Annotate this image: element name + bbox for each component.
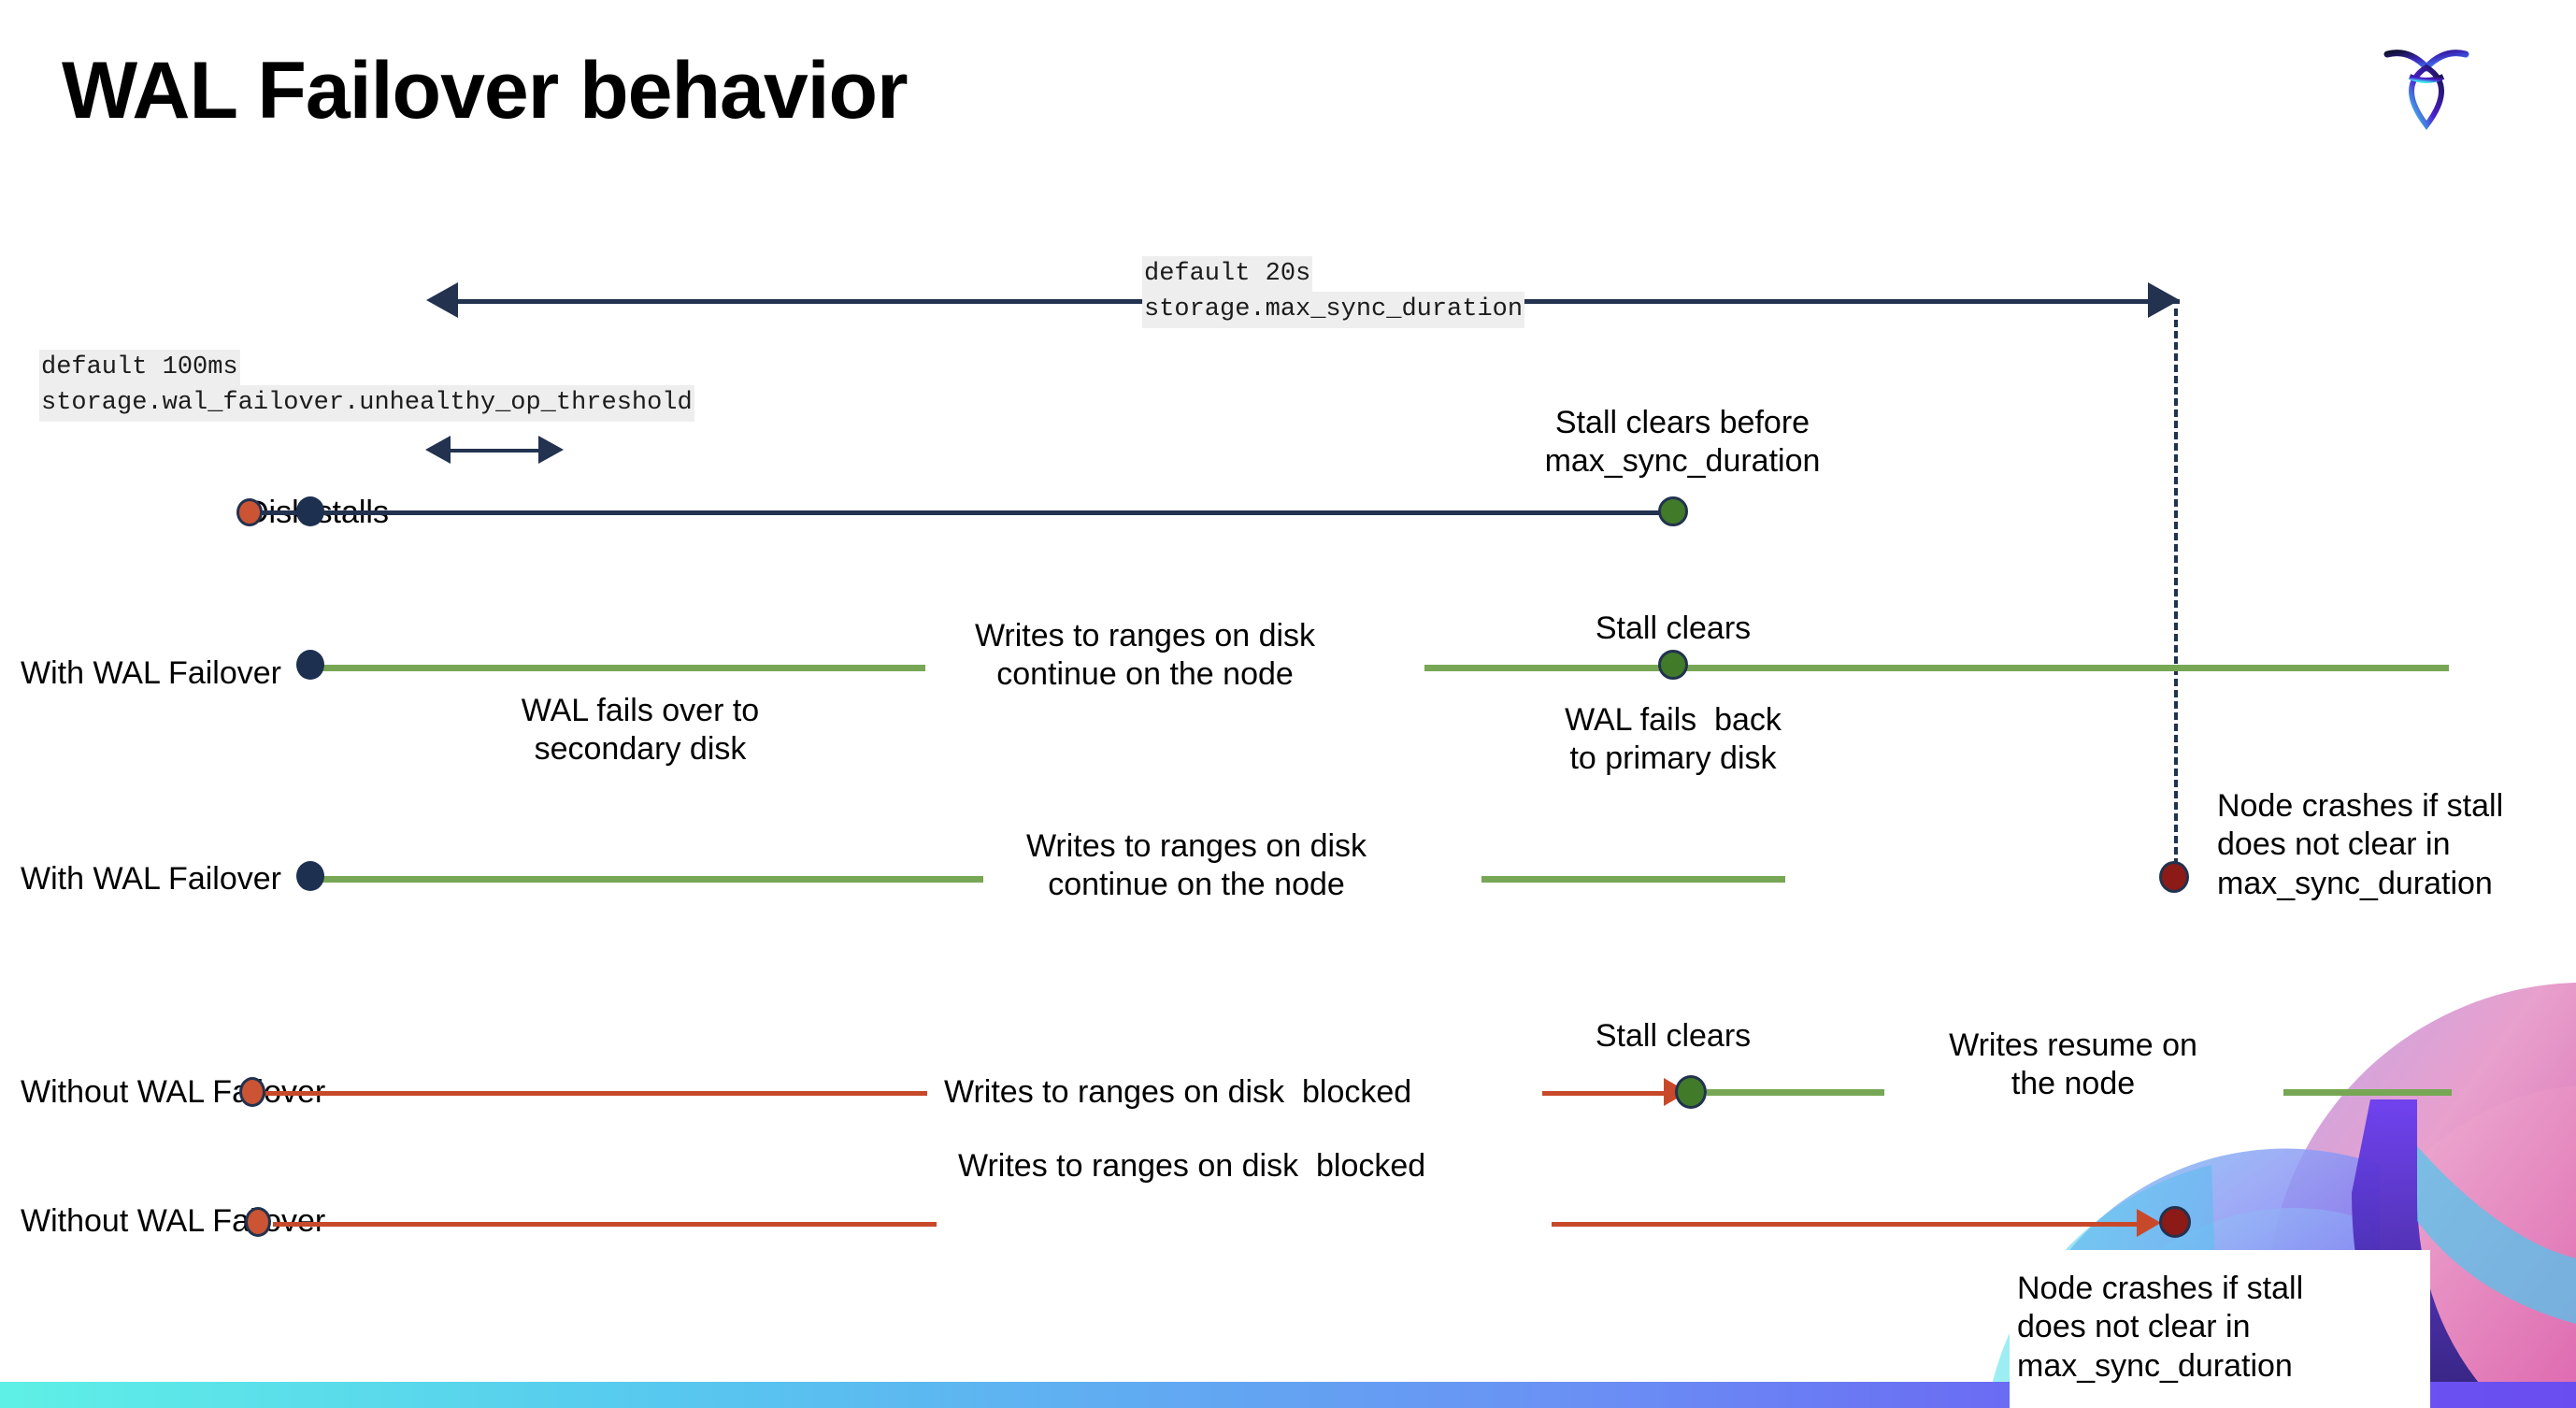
wal-failover-1-segment-a	[318, 665, 925, 671]
without-failover-1-stall-clears-dot	[1675, 1075, 1707, 1109]
page-title: WAL Failover behavior	[62, 46, 909, 136]
without-failover-1-blocked-line-a	[265, 1091, 927, 1096]
wal-failover-2-crash-dot	[2159, 861, 2189, 893]
unhealthy-op-threshold-arrow-left	[425, 436, 451, 464]
annotation-stall-clears-2: Stall clears	[1595, 1018, 1752, 1054]
disk-stall-failover-dot	[296, 496, 324, 526]
max-sync-duration-dashed-guide	[2174, 309, 2178, 877]
without-failover-1-start-dot	[239, 1077, 265, 1107]
without-failover-1-resume-line-a	[1707, 1089, 1884, 1096]
annotation-node-crashes-1: Node crashes if stall does not clear in …	[2217, 788, 2504, 901]
wal-failover-1-start-dot	[296, 650, 324, 680]
without-failover-2-blocked-arrowhead	[2137, 1209, 2161, 1237]
without-failover-2-blocked-line-b	[1552, 1222, 2139, 1227]
annotation-stall-clears-before-msd: Stall clears before max_sync_duration	[1544, 405, 1821, 480]
row-label-with-wal-failover-2: With WAL Failover	[21, 861, 281, 897]
wal-failover-1-segment-b	[1424, 665, 2449, 671]
row-label-with-wal-failover-1: With WAL Failover	[21, 655, 281, 691]
annotation-writes-blocked-1: Writes to ranges on disk blocked	[944, 1074, 1412, 1110]
unhealthy-op-threshold-arrow-right	[538, 436, 564, 464]
annotation-writes-continue-2: Writes to ranges on disk continue on the…	[1025, 828, 1367, 903]
unhealthy-op-threshold-span-line	[445, 449, 550, 453]
disk-stalls-timeline	[257, 510, 1678, 515]
without-failover-1-resume-line-b	[2283, 1089, 2452, 1096]
wal-failover-2-segment-b	[1481, 876, 1785, 883]
max-sync-duration-name: storage.max_sync_duration	[1142, 292, 1525, 328]
annotation-stall-clears-1: Stall clears	[1595, 611, 1752, 646]
disk-stall-start-dot	[236, 498, 263, 526]
without-failover-1-blocked-line-b	[1542, 1091, 1681, 1096]
wal-failover-2-start-dot	[296, 861, 324, 891]
without-failover-2-crash-dot	[2159, 1206, 2191, 1238]
unhealthy-op-threshold-default: default 100ms	[39, 350, 240, 386]
max-sync-duration-default: default 20s	[1142, 256, 1313, 293]
row-label-without-wal-failover-2: Without WAL Failover	[21, 1203, 326, 1239]
annotation-wal-fails-over: WAL fails over to secondary disk	[521, 693, 760, 768]
annotation-wal-fails-back: WAL fails back to primary disk	[1565, 702, 1782, 777]
disk-stall-clears-dot	[1658, 496, 1688, 526]
cockroachdb-logo-icon	[2383, 50, 2469, 130]
annotation-node-crashes-2: Node crashes if stall does not clear in …	[2017, 1271, 2304, 1384]
wal-failover-2-segment-a	[318, 876, 983, 883]
annotation-writes-continue-1: Writes to ranges on disk continue on the…	[974, 618, 1316, 693]
annotation-writes-resume: Writes resume on the node	[1949, 1027, 2197, 1102]
without-failover-2-blocked-line-a	[273, 1222, 937, 1227]
wal-failover-1-stall-clears-dot	[1658, 650, 1688, 680]
unhealthy-op-threshold-name: storage.wal_failover.unhealthy_op_thresh…	[39, 385, 694, 422]
callout-white-backdrop	[2010, 1250, 2430, 1408]
annotation-writes-blocked-2: Writes to ranges on disk blocked	[958, 1148, 1426, 1184]
max-sync-duration-arrow-left	[426, 282, 458, 318]
without-failover-2-start-dot	[245, 1207, 271, 1237]
